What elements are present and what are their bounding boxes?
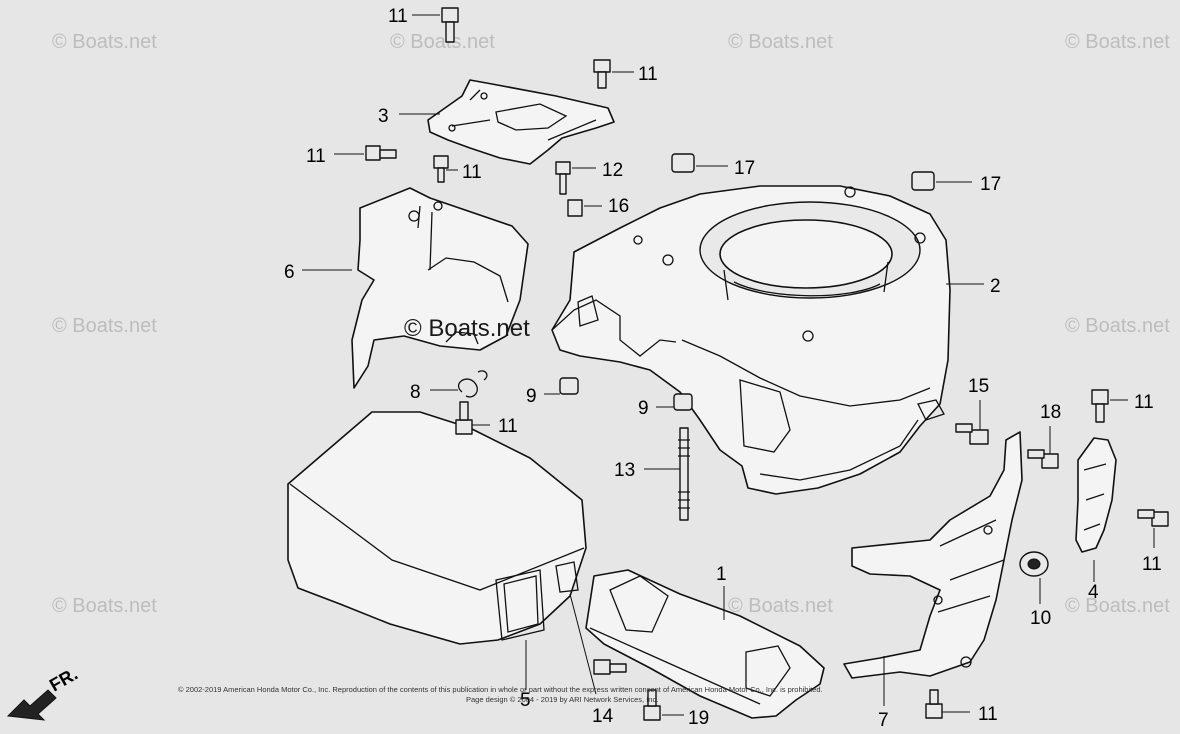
- watermark-text: © Boats.net: [390, 31, 495, 53]
- part-1-baffle: [585, 569, 825, 719]
- part-5-cover: [287, 411, 587, 645]
- callout-4: 4: [1088, 582, 1099, 603]
- callout-11: 11: [978, 704, 998, 725]
- callout-1: 1: [716, 564, 727, 585]
- callout-11: 11: [1142, 554, 1162, 575]
- leader-lines: [302, 14, 1155, 716]
- callout-19: 19: [688, 708, 709, 729]
- watermark-text: © Boats.net: [52, 315, 157, 337]
- part-4-bracket: [1075, 437, 1117, 553]
- watermark-text: © Boats.net: [728, 31, 833, 53]
- callout-8: 8: [410, 382, 421, 403]
- watermark-text: © Boats.net: [52, 31, 157, 53]
- copyright-line: Page design © 2004 - 2019 by ARI Network…: [466, 695, 658, 704]
- part-3-bracket-plate: [427, 79, 615, 165]
- part-2-blower-housing: [551, 185, 951, 495]
- callout-14: 14: [592, 706, 614, 727]
- part-13-stud: [678, 427, 690, 521]
- callout-11: 11: [498, 416, 518, 437]
- watermark-text: © Boats.net: [52, 595, 157, 617]
- callout-11: 11: [1134, 392, 1154, 413]
- copyright-notice: © 2002-2019 American Honda Motor Co., In…: [178, 685, 823, 704]
- callout-17: 17: [980, 174, 1001, 195]
- part-8-spring-clip: [457, 370, 488, 398]
- callout-15: 15: [968, 376, 989, 397]
- callout-7: 7: [878, 710, 889, 731]
- callout-12: 12: [602, 160, 623, 181]
- fasteners: [365, 7, 1169, 721]
- direction-label: FR.: [46, 664, 81, 696]
- callout-11: 11: [388, 6, 408, 27]
- part-7-lower-shroud: [843, 431, 1023, 679]
- callout-6: 6: [284, 262, 295, 283]
- watermark-text: © Boats.net: [404, 315, 530, 342]
- callout-11: 11: [462, 162, 482, 183]
- watermark-text: © Boats.net: [1065, 595, 1170, 617]
- copyright-line: © 2002-2019 American Honda Motor Co., In…: [178, 685, 823, 694]
- callout-10: 10: [1030, 608, 1051, 629]
- callout-9: 9: [638, 398, 649, 419]
- watermark-text: © Boats.net: [728, 595, 833, 617]
- callout-18: 18: [1040, 402, 1061, 423]
- callout-labels: 11 11 3 11 11 12 17 16 17 6 2 8 9 9 11 1…: [284, 6, 1162, 731]
- callout-17: 17: [734, 158, 755, 179]
- callout-5: 5: [520, 690, 531, 711]
- callout-11: 11: [306, 146, 326, 167]
- callout-3: 3: [378, 106, 389, 127]
- callout-11: 11: [638, 64, 658, 85]
- arrow-icon: [6, 689, 57, 721]
- part-6-side-shroud: [351, 187, 529, 389]
- callout-9: 9: [526, 386, 537, 407]
- callout-2: 2: [990, 276, 1001, 297]
- watermark-text: © Boats.net: [1065, 315, 1170, 337]
- front-direction-indicator: FR.: [6, 664, 81, 721]
- callout-16: 16: [608, 196, 629, 217]
- watermark-text: © Boats.net: [1065, 31, 1170, 53]
- callout-13: 13: [614, 460, 635, 481]
- part-10-grommet: [1019, 551, 1049, 577]
